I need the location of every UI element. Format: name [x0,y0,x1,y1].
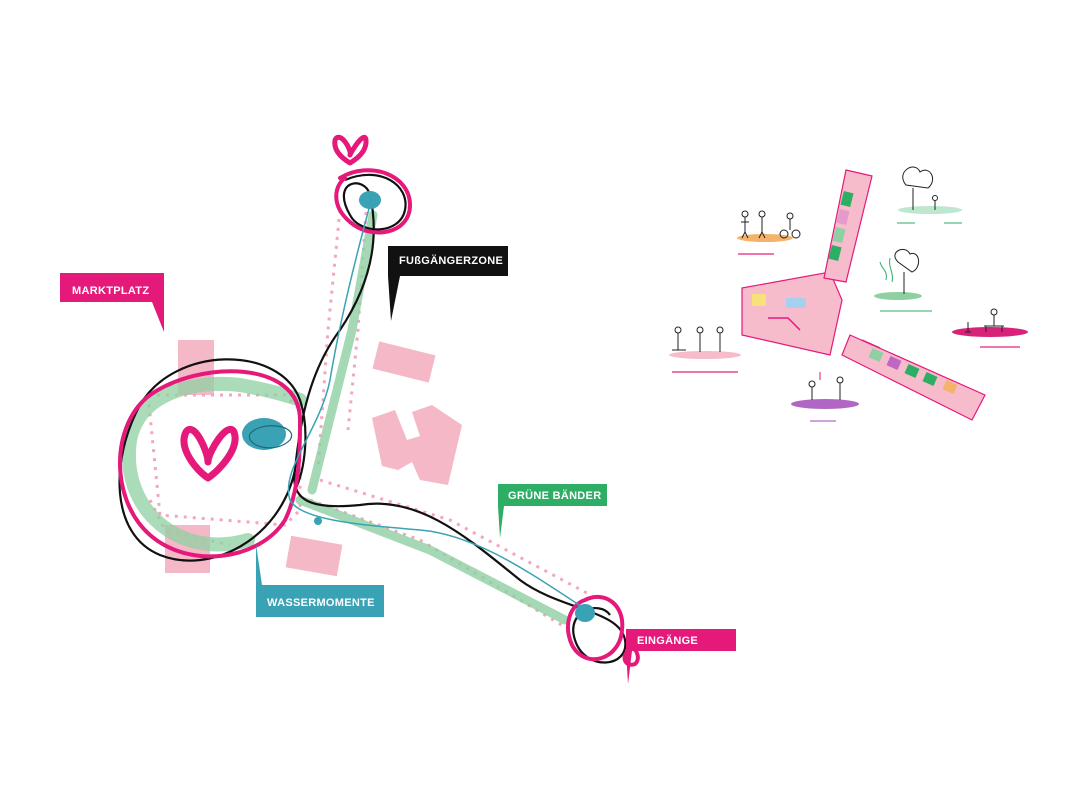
plaza-area [741,271,843,356]
building [372,341,436,383]
callout-eingaenge-label: EINGÄNGE [637,634,698,647]
people-icon [741,210,801,239]
heart-icon [180,425,239,482]
callout-eingaenge: EINGÄNGE [626,629,736,684]
building [372,405,462,485]
tree-icon [902,166,938,210]
green-bands [121,210,570,625]
water-moments [242,191,595,622]
zone-blocks [752,190,958,395]
callout-fussgaengerzone: FUßGÄNGERZONE [388,246,508,321]
building [285,535,343,577]
activity-ellipse [874,292,922,300]
callout-wassermomente-label: WASSERMOMENTE [267,597,375,609]
callout-gruene-baender-label: GRÜNE BÄNDER [508,489,601,502]
activity-ellipse [669,351,741,359]
activity-ellipse [898,206,962,214]
southeast-band [841,334,986,421]
main-map: MARKTPLATZ FUßGÄNGERZONE GRÜNE BÄNDER WA… [60,134,736,684]
tree-icon [879,249,919,294]
activity-vignettes [669,166,1028,422]
zone-plan [669,166,1028,422]
people-icon [808,372,844,400]
buildings [165,340,462,577]
magenta-loops [118,168,625,662]
people-icon [965,308,1004,333]
entrance-mark-icon [622,646,640,667]
callout-fussgaengerzone-label: FUßGÄNGERZONE [399,254,503,267]
callout-marktplatz: MARKTPLATZ [60,273,164,332]
callout-marktplatz-label: MARKTPLATZ [72,285,149,297]
heart-icon [332,134,369,166]
people-icon [672,326,724,352]
activity-ellipse [791,399,859,409]
callout-wassermomente: WASSERMOMENTE [256,544,384,617]
north-band [823,169,873,283]
activity-ellipse [952,327,1028,337]
callout-gruene-baender: GRÜNE BÄNDER [498,484,607,538]
